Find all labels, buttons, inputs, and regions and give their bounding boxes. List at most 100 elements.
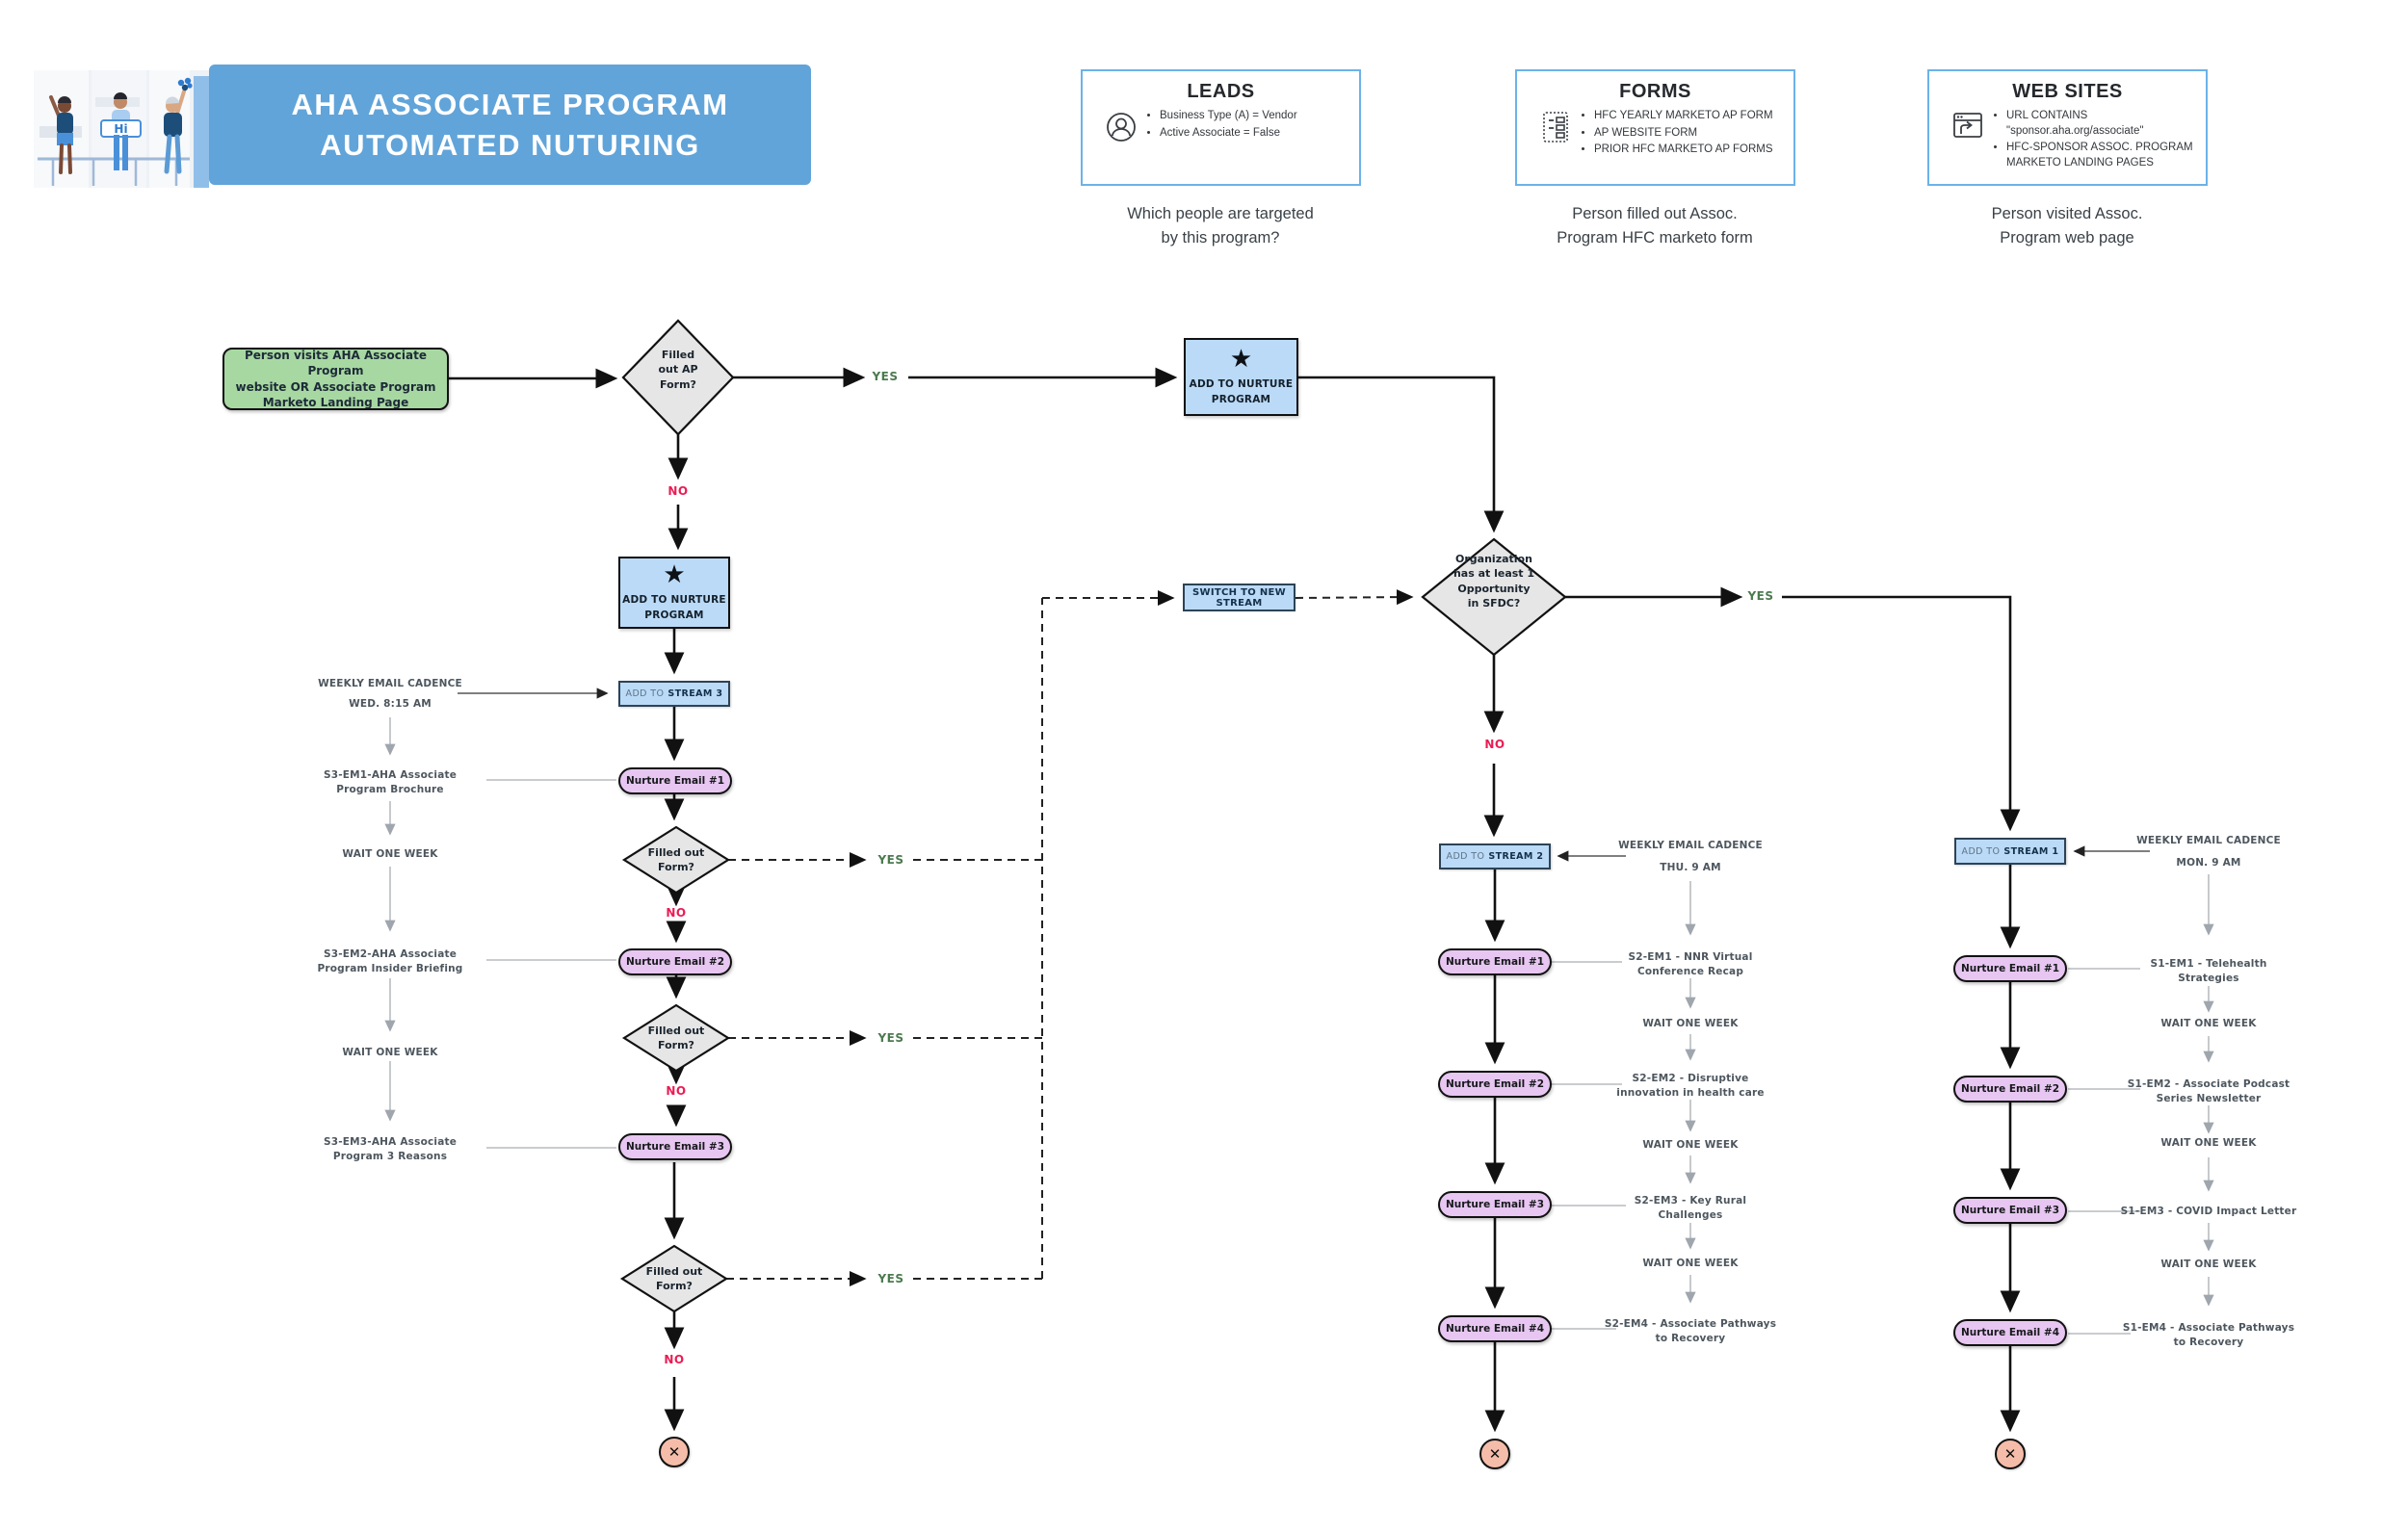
wait-label: WAIT ONE WEEK <box>2160 1259 2257 1270</box>
s2-email3-label: S2-EM3 - Key Rural Challenges <box>1634 1195 1747 1221</box>
websites-bullet-list: URL CONTAINS "sponsor.aha.org/associate"… <box>1989 109 2193 172</box>
person-hi-sign: Hi <box>100 92 142 170</box>
s2-cadence-time: THU. 9 AM <box>1660 862 1721 873</box>
stream1-name: STREAM 1 <box>2003 845 2059 857</box>
hi-sign-text: Hi <box>114 122 127 136</box>
add-to-nurture-left: ★ ADD TO NURTURE PROGRAM <box>618 557 730 629</box>
add-to-prefix: ADD TO <box>1961 845 2001 857</box>
s1-email2-label: S1-EM2 - Associate Podcast Series Newsle… <box>2127 1078 2290 1104</box>
decision-diamonds <box>619 319 1567 1313</box>
decision-form-label: Filled out Form? <box>645 1265 703 1293</box>
page-title: AHA ASSOCIATE PROGRAM AUTOMATED NUTURING <box>209 65 811 185</box>
no-label: NO <box>1484 738 1505 751</box>
start-node: Person visits AHA Associate Program webs… <box>222 348 449 410</box>
add-to-prefix: ADD TO <box>625 688 665 699</box>
dashed-yes-arrows <box>726 589 1414 1286</box>
s3-email2-pill: Nurture Email #2 <box>618 948 732 975</box>
forms-bullet: AP WEBSITE FORM <box>1594 126 1773 142</box>
s3-email2-label: S3-EM2-AHA Associate Program Insider Bri… <box>317 948 463 974</box>
yes-label: YES <box>877 853 904 867</box>
end-node: ✕ <box>659 1437 690 1467</box>
websites-card: WEB SITES URL CONTAINS "sponsor.aha.org/… <box>1927 69 2208 186</box>
decision-sfdc-label: Organization has at least 1 Opportunity … <box>1453 553 1535 610</box>
s1-email3-label: S1-EM3 - COVID Impact Letter <box>2120 1206 2297 1217</box>
s3-cadence-time: WED. 8:15 AM <box>349 698 432 710</box>
leads-bullet: Business Type (A) = Vendor <box>1160 109 1297 124</box>
websites-caption: Person visited Assoc. Program web page <box>1991 205 2143 247</box>
diamond-form-2 <box>621 1003 731 1073</box>
team-illustration: Hi <box>34 70 209 188</box>
diamond-sfdc <box>1421 537 1567 657</box>
s1-email2-pill: Nurture Email #2 <box>1953 1076 2067 1103</box>
form-icon <box>1534 111 1577 143</box>
wait-label: WAIT ONE WEEK <box>1642 1018 1739 1029</box>
diamond-form-3 <box>619 1244 729 1313</box>
no-label: NO <box>666 1084 687 1098</box>
page-title-line1: AHA ASSOCIATE PROGRAM <box>291 87 729 121</box>
wait-label: WAIT ONE WEEK <box>2160 1018 2257 1029</box>
s1-email1-pill: Nurture Email #1 <box>1953 955 2067 982</box>
websites-bullet: URL CONTAINS "sponsor.aha.org/associate" <box>2006 109 2193 139</box>
s2-email2-label: S2-EM2 - Disruptive innovation in health… <box>1616 1073 1765 1099</box>
yes-label: YES <box>877 1272 904 1285</box>
wait-label: WAIT ONE WEEK <box>342 1047 438 1058</box>
decision-ap-form-label: Filled out AP Form? <box>658 349 698 391</box>
yes-label: YES <box>1747 589 1774 603</box>
person-waving <box>49 95 73 174</box>
add-to-stream3-box: ADD TO STREAM 3 <box>618 681 730 707</box>
s3-email1-label: S3-EM1-AHA Associate Program Brochure <box>323 769 458 795</box>
s3-cadence-title: WEEKLY EMAIL CADENCE <box>318 678 462 689</box>
decision-form-label: Filled out Form? <box>647 846 705 874</box>
page-title-line2: AUTOMATED NUTURING <box>320 127 700 162</box>
s1-email1-label: S1-EM1 - Telehealth Strategies <box>2150 958 2267 984</box>
s1-email3-pill: Nurture Email #3 <box>1953 1197 2067 1224</box>
add-to-prefix: ADD TO <box>1446 851 1485 862</box>
s2-email1-pill: Nurture Email #1 <box>1438 948 1552 975</box>
label-connectors <box>384 688 2214 1335</box>
s2-email4-pill: Nurture Email #4 <box>1438 1315 1552 1342</box>
switch-stream-box: SWITCH TO NEW STREAM <box>1183 584 1296 611</box>
wait-label: WAIT ONE WEEK <box>1642 1258 1739 1269</box>
add-to-nurture-label: ADD TO NURTURE PROGRAM <box>1189 378 1294 405</box>
forms-caption: Person filled out Assoc. Program HFC mar… <box>1557 205 1753 247</box>
yes-label: YES <box>877 1031 904 1045</box>
decision-form-label: Filled out Form? <box>647 1025 705 1052</box>
diamond-form-1 <box>621 825 731 895</box>
websites-title: WEB SITES <box>2012 81 2123 102</box>
add-to-stream2-box: ADD TO STREAM 2 <box>1439 843 1551 869</box>
s2-cadence-title: WEEKLY EMAIL CADENCE <box>1618 840 1763 851</box>
no-label: NO <box>664 1353 685 1366</box>
no-label: NO <box>667 484 689 498</box>
s2-email4-label: S2-EM4 - Associate Pathways to Recovery <box>1604 1318 1777 1344</box>
s1-email4-label: S1-EM4 - Associate Pathways to Recovery <box>2122 1322 2295 1348</box>
s2-email3-pill: Nurture Email #3 <box>1438 1191 1552 1218</box>
s1-email4-pill: Nurture Email #4 <box>1953 1319 2067 1346</box>
wait-label: WAIT ONE WEEK <box>1642 1139 1739 1151</box>
forms-bullet: HFC YEARLY MARKETO AP FORM <box>1594 109 1773 124</box>
leads-bullet-list: Business Type (A) = Vendor Active Associ… <box>1142 109 1297 143</box>
diamond-ap-form <box>621 319 735 436</box>
forms-title: FORMS <box>1619 81 1691 102</box>
stream2-name: STREAM 2 <box>1488 851 1544 862</box>
star-icon: ★ <box>663 560 686 590</box>
stream3-name: STREAM 3 <box>667 688 723 699</box>
person-flowers <box>164 77 193 174</box>
forms-card: FORMS HFC YEARLY MARKETO AP FORM AP WEBS… <box>1515 69 1795 186</box>
wait-label: WAIT ONE WEEK <box>342 848 438 860</box>
add-to-nurture-top: ★ ADD TO NURTURE PROGRAM <box>1184 338 1298 416</box>
s1-cadence-title: WEEKLY EMAIL CADENCE <box>2136 835 2281 846</box>
leads-bullet: Active Associate = False <box>1160 126 1297 142</box>
star-icon: ★ <box>1229 345 1253 375</box>
s2-email2-pill: Nurture Email #2 <box>1438 1071 1552 1098</box>
forms-bullet-list: HFC YEARLY MARKETO AP FORM AP WEBSITE FO… <box>1577 109 1773 160</box>
wait-label: WAIT ONE WEEK <box>2160 1137 2257 1149</box>
end-node: ✕ <box>1479 1439 1510 1469</box>
forms-bullet: PRIOR HFC MARKETO AP FORMS <box>1594 143 1773 158</box>
leads-card: LEADS Business Type (A) = Vendor Active … <box>1081 69 1361 186</box>
s2-email1-label: S2-EM1 - NNR Virtual Conference Recap <box>1628 951 1753 977</box>
s3-email3-label: S3-EM3-AHA Associate Program 3 Reasons <box>323 1136 458 1162</box>
yes-label: YES <box>872 370 899 383</box>
s3-email3-pill: Nurture Email #3 <box>618 1133 732 1160</box>
